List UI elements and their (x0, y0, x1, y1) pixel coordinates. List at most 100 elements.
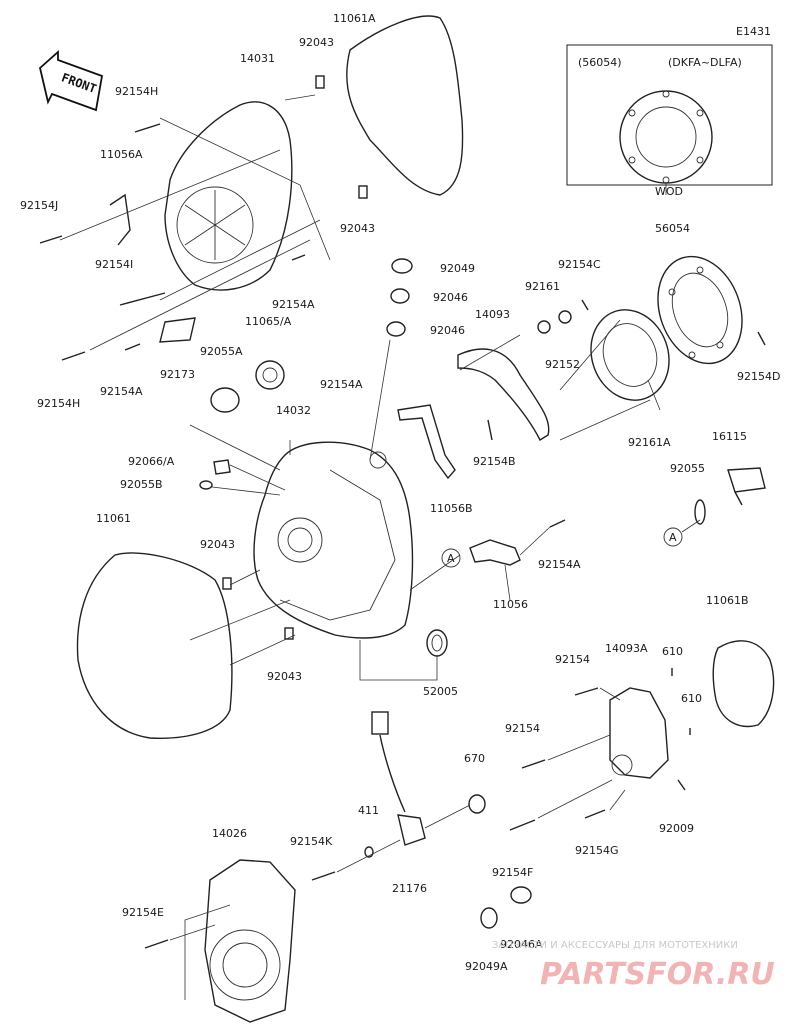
label-92154a-1: 92154A (272, 298, 315, 311)
label-52005: 52005 (423, 685, 458, 698)
label-11061: 11061 (96, 512, 131, 525)
label-92055a: 92055A (200, 345, 243, 358)
label-92066a: 92066/A (128, 455, 175, 468)
inset-models: (DKFA~DLFA) (668, 56, 742, 69)
bolt-92154a-2 (124, 343, 141, 351)
svg-text:A: A (669, 531, 677, 544)
label-92154j: 92154J (20, 199, 58, 212)
label-56054: 56054 (655, 222, 690, 235)
label-92046-2: 92046 (430, 324, 465, 337)
label-11061b: 11061B (706, 594, 749, 607)
label-92154a-3: 92154A (320, 378, 363, 391)
bolt-92154a-4 (549, 519, 566, 528)
gasket-11061a (346, 15, 464, 196)
dowel-92043-low (222, 577, 232, 590)
label-92154-2: 92154 (505, 722, 540, 735)
bolt-92009 (677, 779, 686, 791)
label-92046-1: 92046 (433, 291, 468, 304)
label-92161a: 92161A (628, 436, 671, 449)
sensor-21176 (371, 711, 426, 846)
label-92152: 92152 (545, 358, 580, 371)
label-11056: 11056 (493, 598, 528, 611)
inset-box: (56054) (DKFA~DLFA) WOD (566, 44, 773, 198)
watermark-line2: PARTSFOR.RU (540, 957, 775, 992)
label-92154e: 92154E (122, 906, 164, 919)
callout-a-1: A (441, 548, 461, 568)
bolt-92154-2 (521, 759, 546, 769)
bolt-92154k (311, 871, 336, 881)
gasket-11061b (712, 640, 775, 727)
cap-92046-2 (386, 321, 406, 337)
inset-part-number: (56054) (578, 56, 622, 69)
label-14031: 14031 (240, 52, 275, 65)
label-16115: 16115 (712, 430, 747, 443)
bolt-92154e (144, 939, 169, 949)
label-610-2: 610 (681, 692, 702, 705)
label-14093: 14093 (475, 308, 510, 321)
label-92154g: 92154G (575, 844, 619, 857)
label-14093a: 14093A (605, 642, 648, 655)
o-ring-411 (364, 846, 374, 858)
cap-92046a (510, 886, 532, 904)
svg-text:A: A (447, 552, 455, 565)
label-670: 670 (464, 752, 485, 765)
gasket-11061 (76, 552, 233, 739)
guide-14093 (457, 348, 550, 442)
callout-a-2: A (663, 527, 683, 547)
cap-92173 (159, 317, 196, 343)
bracket-11056 (469, 539, 521, 566)
watermark-line1: ЗАПЧАСТИ И АКСЕССУАРЫ ДЛЯ МОТОТЕХНИКИ (492, 940, 738, 951)
cover-14093a (609, 687, 669, 779)
label-92154a-4: 92154A (538, 558, 581, 571)
inset-note: WOD (655, 185, 683, 198)
dowel-92043-bot (284, 627, 294, 640)
label-92049a: 92049A (465, 960, 508, 973)
cap-92049a (480, 907, 498, 929)
bolt-92154f (509, 819, 536, 831)
label-14026: 14026 (212, 827, 247, 840)
dowel-92043-top (315, 75, 325, 89)
o-ring-670 (468, 794, 486, 814)
label-92154-1: 92154 (555, 653, 590, 666)
gasket-92161a (590, 309, 670, 401)
bracket-11056b (397, 404, 456, 480)
label-92161: 92161 (525, 280, 560, 293)
front-arrow-icon: FRONT (39, 49, 104, 112)
label-92154h-top: 92154H (115, 85, 158, 98)
label-92049: 92049 (440, 262, 475, 275)
label-92154a-2: 92154A (100, 385, 143, 398)
bolt-92154-1 (574, 687, 599, 696)
bolt-92154h-bot (61, 351, 86, 361)
label-92009: 92009 (659, 822, 694, 835)
label-92154k: 92154K (290, 835, 333, 848)
label-92043-low: 92043 (200, 538, 235, 551)
diagram-code: E1431 (736, 25, 771, 38)
label-11056a: 11056A (100, 148, 143, 161)
label-92043-bot: 92043 (267, 670, 302, 683)
label-92043-mid: 92043 (340, 222, 375, 235)
generator-cover-14031 (164, 101, 293, 291)
bolt-92154g (584, 809, 606, 819)
label-92173: 92173 (160, 368, 195, 381)
bolt-92154h-top (134, 123, 161, 133)
label-92154i: 92154I (95, 258, 133, 271)
seal-52005 (426, 629, 448, 657)
plate-56054 (657, 255, 743, 365)
bolt-92154j (39, 235, 63, 244)
oil-seal-11065a (255, 360, 285, 390)
label-92046a: 92046A (500, 938, 543, 951)
label-92154b: 92154B (473, 455, 516, 468)
bolt-92154i (119, 292, 166, 306)
guard-14026 (204, 859, 296, 1023)
label-92043-top: 92043 (299, 36, 334, 49)
label-21176: 21176 (392, 882, 427, 895)
label-411: 411 (358, 804, 379, 817)
label-92154d: 92154D (737, 370, 780, 383)
label-11056b: 11056B (430, 502, 473, 515)
washer-92152 (558, 310, 572, 324)
label-610-1: 610 (662, 645, 683, 658)
cap-92049 (391, 258, 413, 274)
label-92154f: 92154F (492, 866, 533, 879)
dowel-92043-mid (358, 185, 368, 199)
